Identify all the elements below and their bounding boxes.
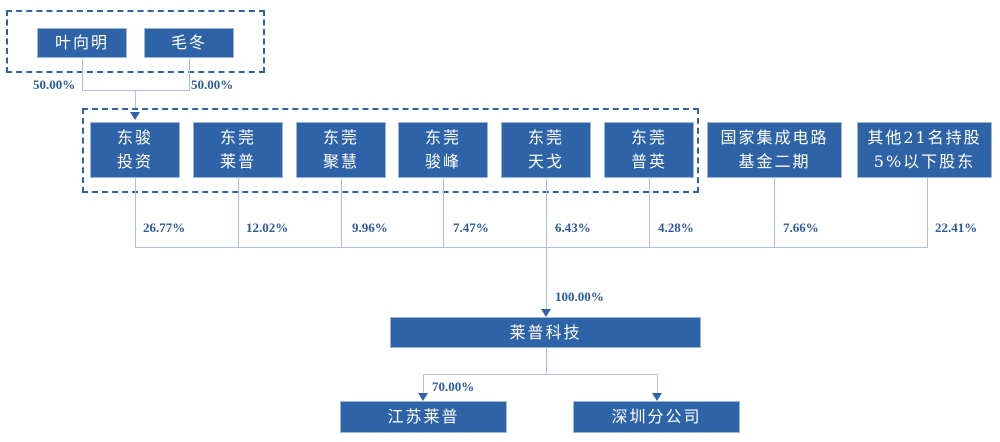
label: 莱普科技 <box>509 322 582 342</box>
connector <box>135 178 136 248</box>
connector <box>82 58 83 90</box>
shareholder-box: 其他21名持股 5%以下股东 <box>857 122 992 178</box>
label: 天戈 <box>527 152 564 171</box>
shareholder-box: 东莞聚慧 <box>296 122 386 178</box>
pct-label: 26.77% <box>143 220 186 235</box>
label: 聚慧 <box>322 152 359 171</box>
label: 国家集成电路 <box>720 128 829 147</box>
subsidiary-jiangsu: 江苏莱普 <box>340 401 507 433</box>
label: 基金二期 <box>738 152 811 171</box>
pct-ye: 50.00% <box>33 77 76 92</box>
connector <box>341 178 342 248</box>
label: 投资 <box>116 152 153 171</box>
label: 东莞 <box>219 128 256 147</box>
shareholder-box: 东莞骏峰 <box>398 122 488 178</box>
connector <box>774 178 775 248</box>
pct-label: 12.02% <box>246 220 289 235</box>
label: 东骏 <box>116 128 153 147</box>
arrow-down-icon <box>418 393 428 401</box>
label: 莱普 <box>219 152 256 171</box>
label: 其他21名持股 <box>867 128 982 147</box>
pct-jiangsu: 70.00% <box>432 379 475 394</box>
connector <box>189 58 190 90</box>
label: 深圳分公司 <box>611 407 702 426</box>
shareholder-mao-dong: 毛冬 <box>144 28 234 58</box>
arrow-down-icon <box>541 309 551 317</box>
shareholder-box: 东骏投资 <box>90 122 180 178</box>
label: 叶向明 <box>54 33 109 52</box>
connector <box>649 178 650 248</box>
connector <box>135 247 928 248</box>
shareholder-box: 东莞普英 <box>604 122 694 178</box>
connector <box>82 90 190 91</box>
shareholder-ye-xiangming: 叶向明 <box>37 28 127 58</box>
label: 毛冬 <box>170 33 207 52</box>
pct-label: 22.41% <box>935 220 978 235</box>
company-box: 莱普科技 <box>390 317 701 348</box>
label: 5%以下股东 <box>873 152 976 171</box>
pct-label: 4.28% <box>658 220 694 235</box>
connector <box>423 374 658 375</box>
arrow-down-icon <box>130 112 140 120</box>
connector <box>546 247 547 313</box>
label: 东莞 <box>630 128 667 147</box>
shareholder-box: 东莞莱普 <box>193 122 283 178</box>
label: 骏峰 <box>424 152 461 171</box>
label: 普英 <box>630 152 667 171</box>
shareholder-box: 东莞天戈 <box>501 122 591 178</box>
branch-shenzhen: 深圳分公司 <box>573 401 740 433</box>
pct-company: 100.00% <box>555 289 604 304</box>
connector <box>546 178 547 248</box>
pct-label: 6.43% <box>555 220 591 235</box>
label: 江苏莱普 <box>387 407 460 426</box>
arrow-down-icon <box>652 393 662 401</box>
concert-group-border <box>82 108 699 193</box>
label: 东莞 <box>424 128 461 147</box>
connector <box>423 374 424 397</box>
pct-label: 7.66% <box>783 220 819 235</box>
connector <box>927 178 928 248</box>
pct-mao: 50.00% <box>191 77 234 92</box>
connector <box>135 90 136 110</box>
connector <box>657 374 658 397</box>
controller-group-border <box>6 10 265 73</box>
label: 东莞 <box>527 128 564 147</box>
pct-label: 9.96% <box>352 220 388 235</box>
connector <box>546 348 547 375</box>
label: 东莞 <box>322 128 359 147</box>
connector <box>238 178 239 248</box>
connector <box>443 178 444 248</box>
pct-label: 7.47% <box>453 220 489 235</box>
shareholder-box: 国家集成电路基金二期 <box>707 122 842 178</box>
